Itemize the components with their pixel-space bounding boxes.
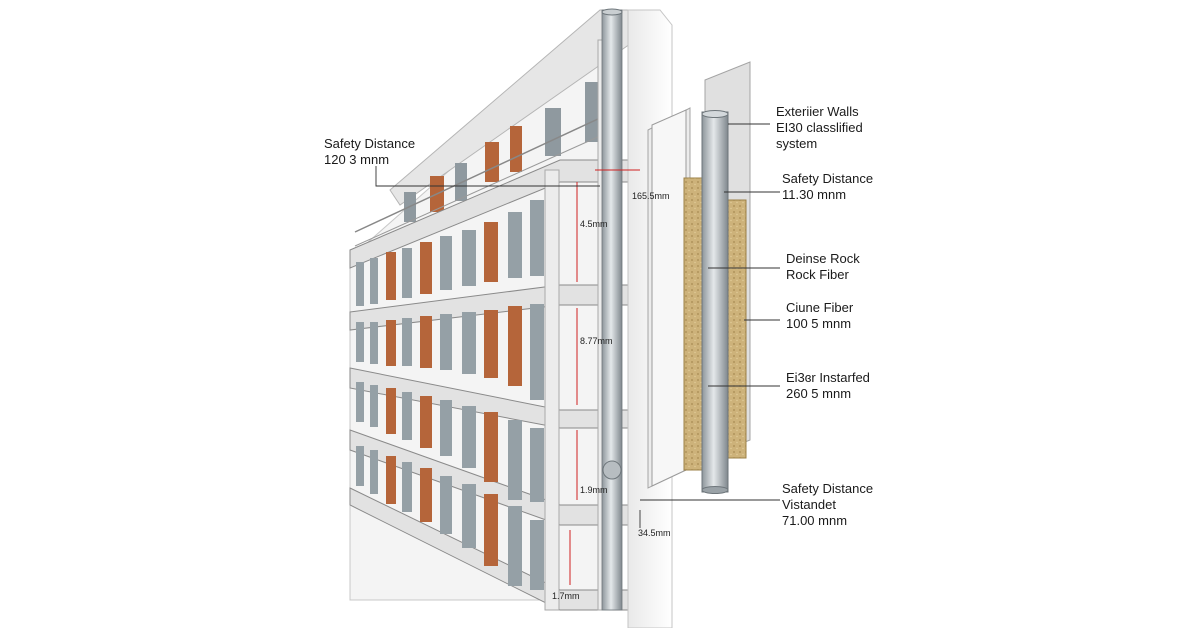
callout-exterior-walls: Exteriier Walls EI30 classlified system — [776, 104, 863, 152]
callout-line: Ciune Fiber — [786, 300, 854, 315]
callout-safety-distance-bottom: Safety Distance Vistandet 71.00 mnm — [782, 481, 873, 529]
building-facade — [349, 8, 673, 628]
callout-line: Exteriier Walls — [776, 104, 859, 119]
callout-line: 71.00 mnm — [782, 513, 848, 528]
dimension-label: 165.5mm — [632, 191, 670, 201]
dimension-label: 1.7mm — [552, 591, 580, 601]
roof-railing — [354, 117, 601, 233]
callout-line: 260 5 mnm — [786, 386, 852, 401]
callout-line: Safety Distance — [324, 136, 416, 151]
callout-safety-distance-left: Safety Distance 120 3 mnm — [324, 136, 415, 168]
callout-line: Safety Distance — [782, 481, 874, 496]
flue-liner-bottom — [701, 486, 729, 494]
callout-ciune-fiber: Ciune Fiber 100 5 mnm — [786, 300, 853, 332]
callout-line: Safety Distance — [782, 171, 874, 186]
callout-line: 120 3 mnm — [324, 152, 390, 167]
pipe-top — [601, 8, 623, 16]
dimension-label: 8.77mm — [580, 336, 613, 346]
callout-line: EI30 classlified — [776, 120, 863, 135]
dimension-label: 34.5mm — [638, 528, 671, 538]
pipe-inspection-tee — [602, 460, 622, 480]
callout-line: Ei3ɞr Instarfed — [786, 370, 870, 385]
callout-line: Rock Fiber — [786, 267, 849, 282]
dimension-label: 4.5mm — [580, 219, 608, 229]
callout-instarfed: Ei3ɞr Instarfed 260 5 mnm — [786, 370, 870, 402]
wall-section-detail — [647, 61, 751, 494]
dimension-markers — [569, 169, 640, 585]
flue-liner — [701, 111, 729, 493]
callout-line: Deinse Rock — [786, 251, 860, 266]
leader-lines — [375, 123, 780, 528]
roof-railing-lower — [354, 135, 601, 247]
window-rows — [356, 200, 544, 590]
front-panel — [651, 109, 687, 487]
callout-dense-rock-fiber: Deinse Rock Rock Fiber — [786, 251, 860, 283]
callout-line: 100 5 mnm — [786, 316, 852, 331]
callout-line: system — [776, 136, 818, 151]
chimney-pipe — [601, 9, 623, 611]
upper-windows — [404, 82, 603, 222]
flue-liner-top — [701, 110, 729, 118]
callout-line: 11.30 mnm — [782, 187, 847, 202]
dimension-label: 1.9mm — [580, 485, 608, 495]
callout-line: Vistandet — [782, 497, 836, 512]
callout-safety-distance-right: Safety Distance 11.30 mnm — [782, 171, 873, 203]
